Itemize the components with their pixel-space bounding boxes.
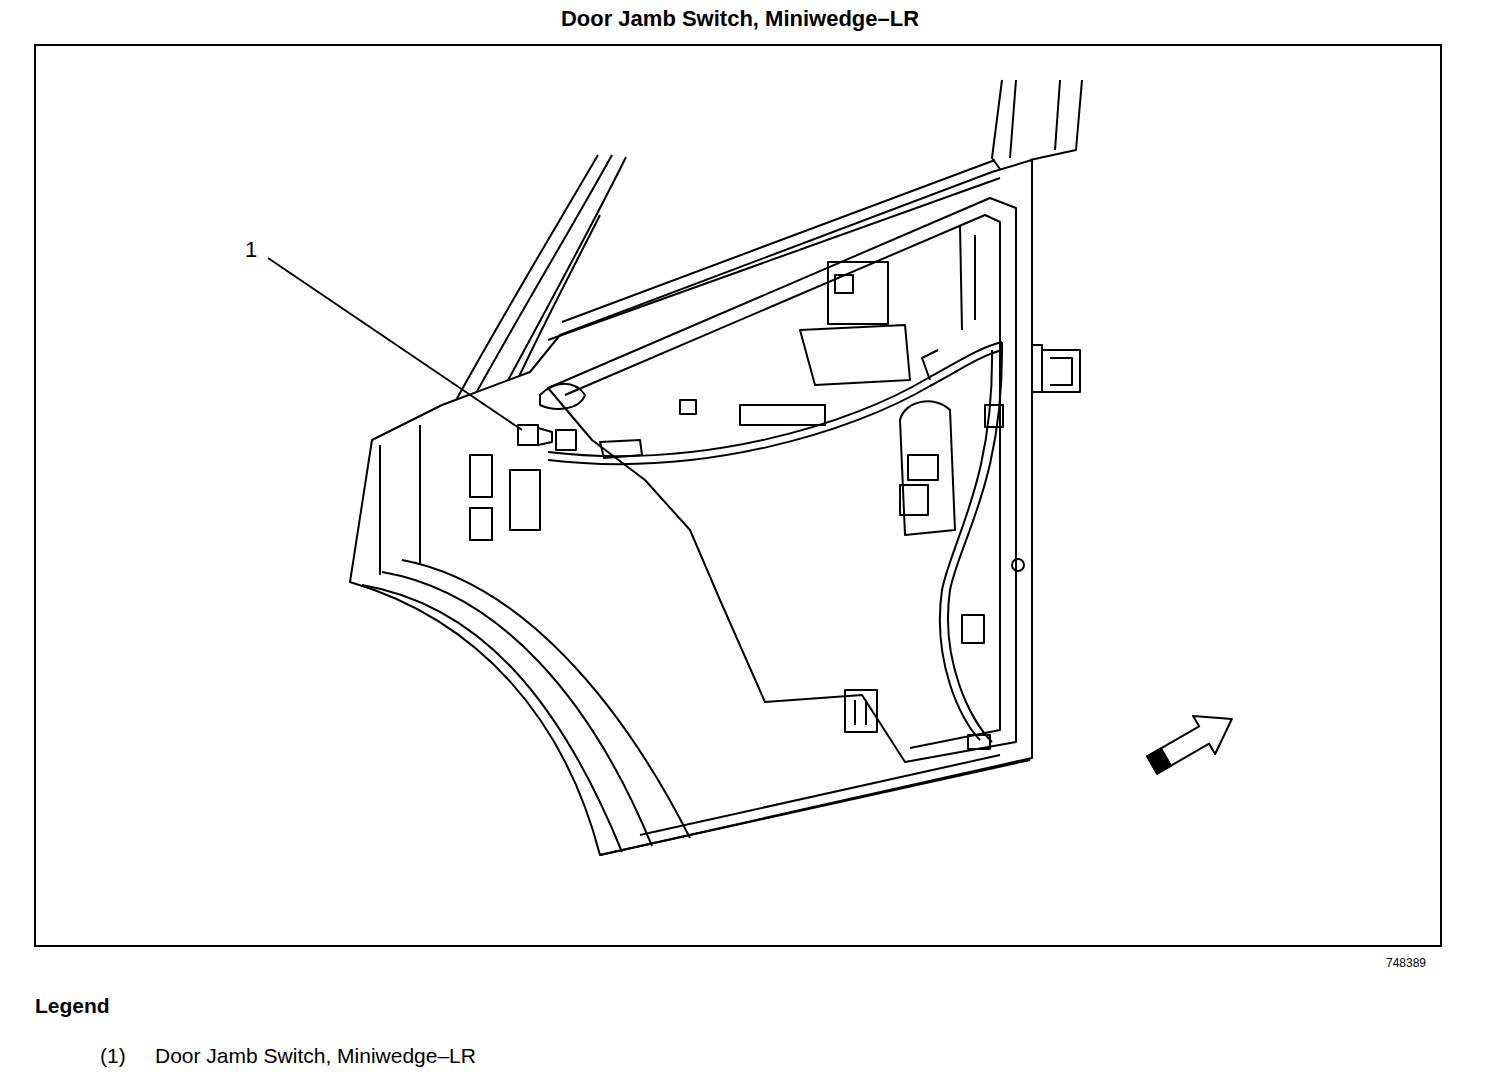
callout-number: 1 — [245, 237, 257, 262]
door-drawing — [268, 80, 1243, 855]
legend-heading: Legend — [35, 994, 110, 1018]
figure-title: Door Jamb Switch, Miniwedge–LR — [440, 6, 1040, 31]
leader-line — [268, 258, 522, 430]
legend-text: Door Jamb Switch, Miniwedge–LR — [155, 1044, 476, 1068]
legend-number: (1) — [100, 1044, 126, 1068]
frame-border — [35, 45, 1441, 946]
figure-number: 748389 — [1386, 957, 1426, 971]
